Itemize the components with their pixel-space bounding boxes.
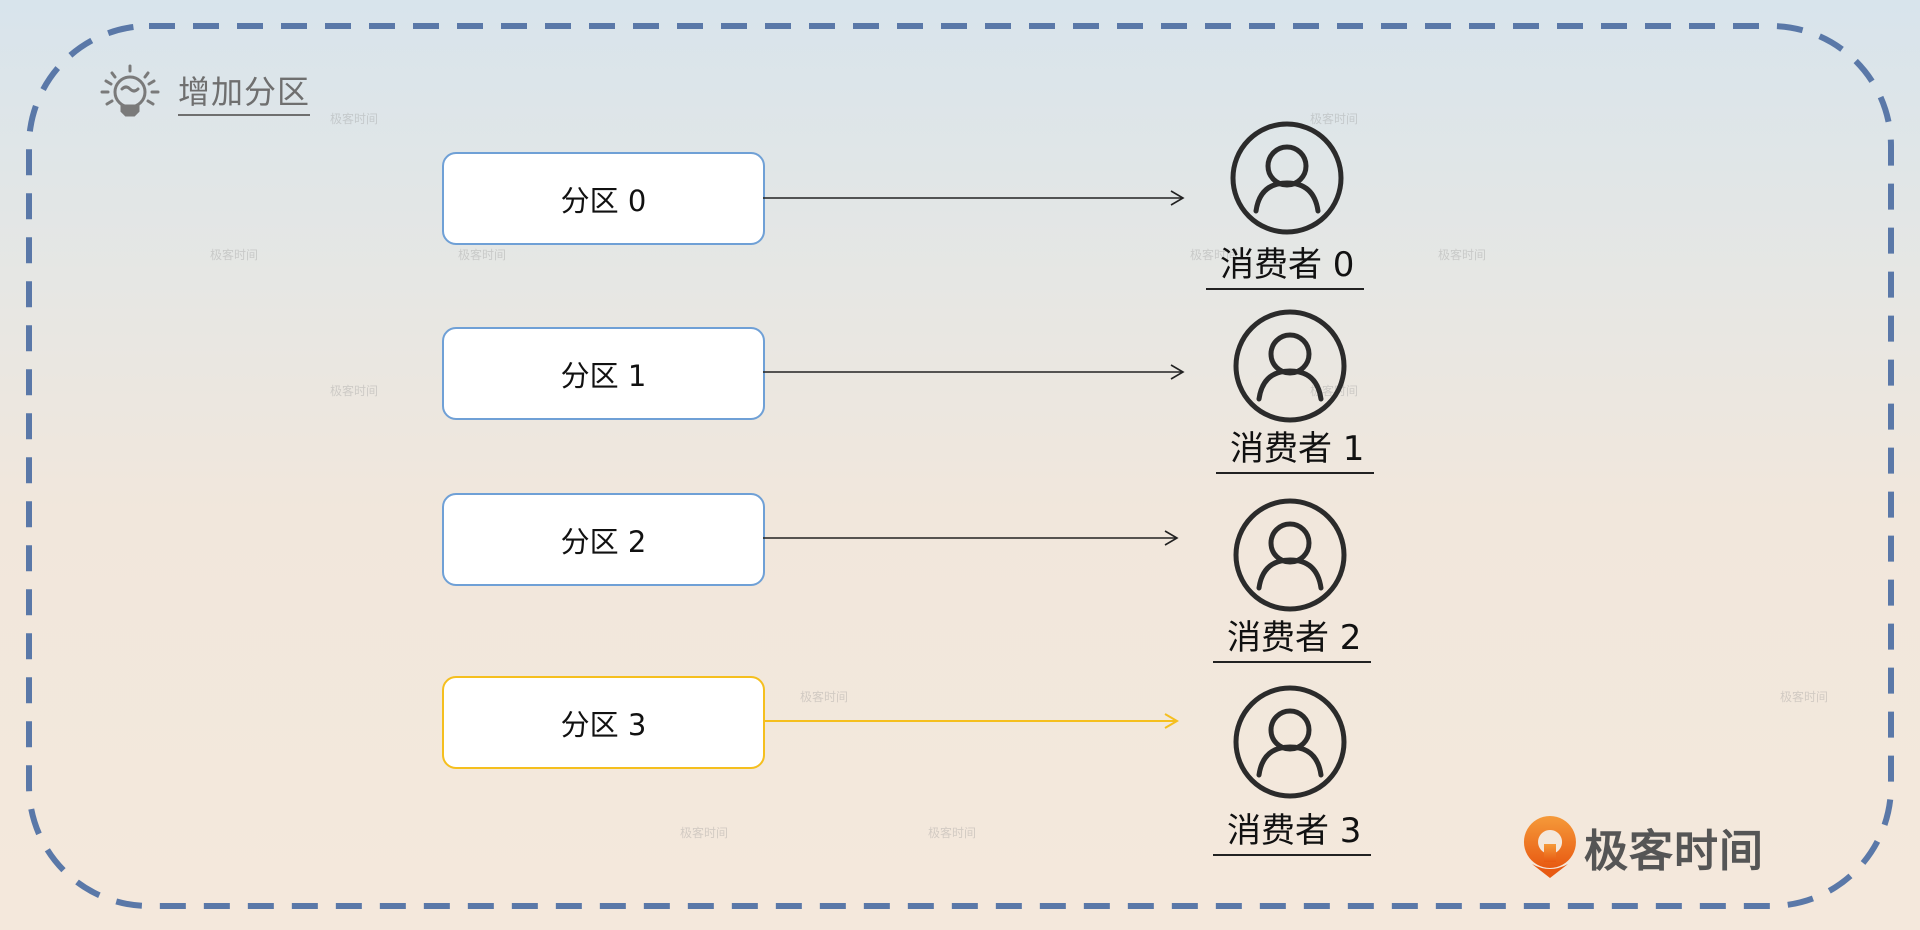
arrow-partition-3-to-consumer-3 bbox=[763, 713, 1179, 729]
watermark: 极客时间 bbox=[680, 826, 729, 840]
geektime-logo-icon bbox=[1523, 816, 1576, 878]
partition-label: 分区 1 bbox=[560, 358, 647, 393]
watermark: 极客时间 bbox=[928, 826, 977, 840]
partition-box-1: 分区 1 bbox=[442, 327, 765, 420]
section-header: 增加分区 bbox=[98, 62, 311, 126]
consumer-label-3: 消费者 3 bbox=[1213, 810, 1372, 856]
user-circle-icon bbox=[1233, 309, 1347, 423]
partition-box-2: 分区 2 bbox=[442, 493, 765, 586]
user-circle-icon bbox=[1230, 121, 1344, 235]
partition-box-3: 分区 3 bbox=[442, 676, 765, 769]
user-circle-icon bbox=[1233, 685, 1347, 799]
arrow-partition-2-to-consumer-2 bbox=[763, 530, 1179, 546]
brand-logo: 极客时间 bbox=[1522, 814, 1764, 880]
page-title: 增加分区 bbox=[178, 72, 311, 116]
dashed-frame bbox=[25, 22, 1895, 910]
partition-box-0: 分区 0 bbox=[442, 152, 765, 245]
partition-label: 分区 0 bbox=[560, 183, 647, 218]
user-circle-icon bbox=[1233, 498, 1347, 612]
watermark: 极客时间 bbox=[1310, 112, 1359, 126]
watermark: 极客时间 bbox=[1780, 690, 1829, 704]
lightbulb-icon bbox=[100, 64, 160, 117]
watermark: 极客时间 bbox=[330, 384, 379, 398]
watermark: 极客时间 bbox=[210, 248, 259, 262]
consumer-label-2: 消费者 2 bbox=[1213, 617, 1372, 663]
watermark: 极客时间 bbox=[458, 248, 507, 262]
watermark: 极客时间 bbox=[330, 112, 379, 126]
brand-name: 极客时间 bbox=[1584, 826, 1764, 877]
arrow-partition-1-to-consumer-1 bbox=[763, 364, 1185, 380]
watermark: 极客时间 bbox=[1438, 248, 1487, 262]
partition-label: 分区 2 bbox=[560, 524, 647, 559]
partition-label: 分区 3 bbox=[560, 707, 647, 742]
arrow-partition-0-to-consumer-0 bbox=[763, 190, 1185, 206]
consumer-label-1: 消费者 1 bbox=[1216, 428, 1375, 474]
consumer-label-0: 消费者 0 bbox=[1206, 244, 1365, 290]
watermark: 极客时间 bbox=[1190, 248, 1239, 262]
watermark: 极客时间 bbox=[800, 690, 849, 704]
